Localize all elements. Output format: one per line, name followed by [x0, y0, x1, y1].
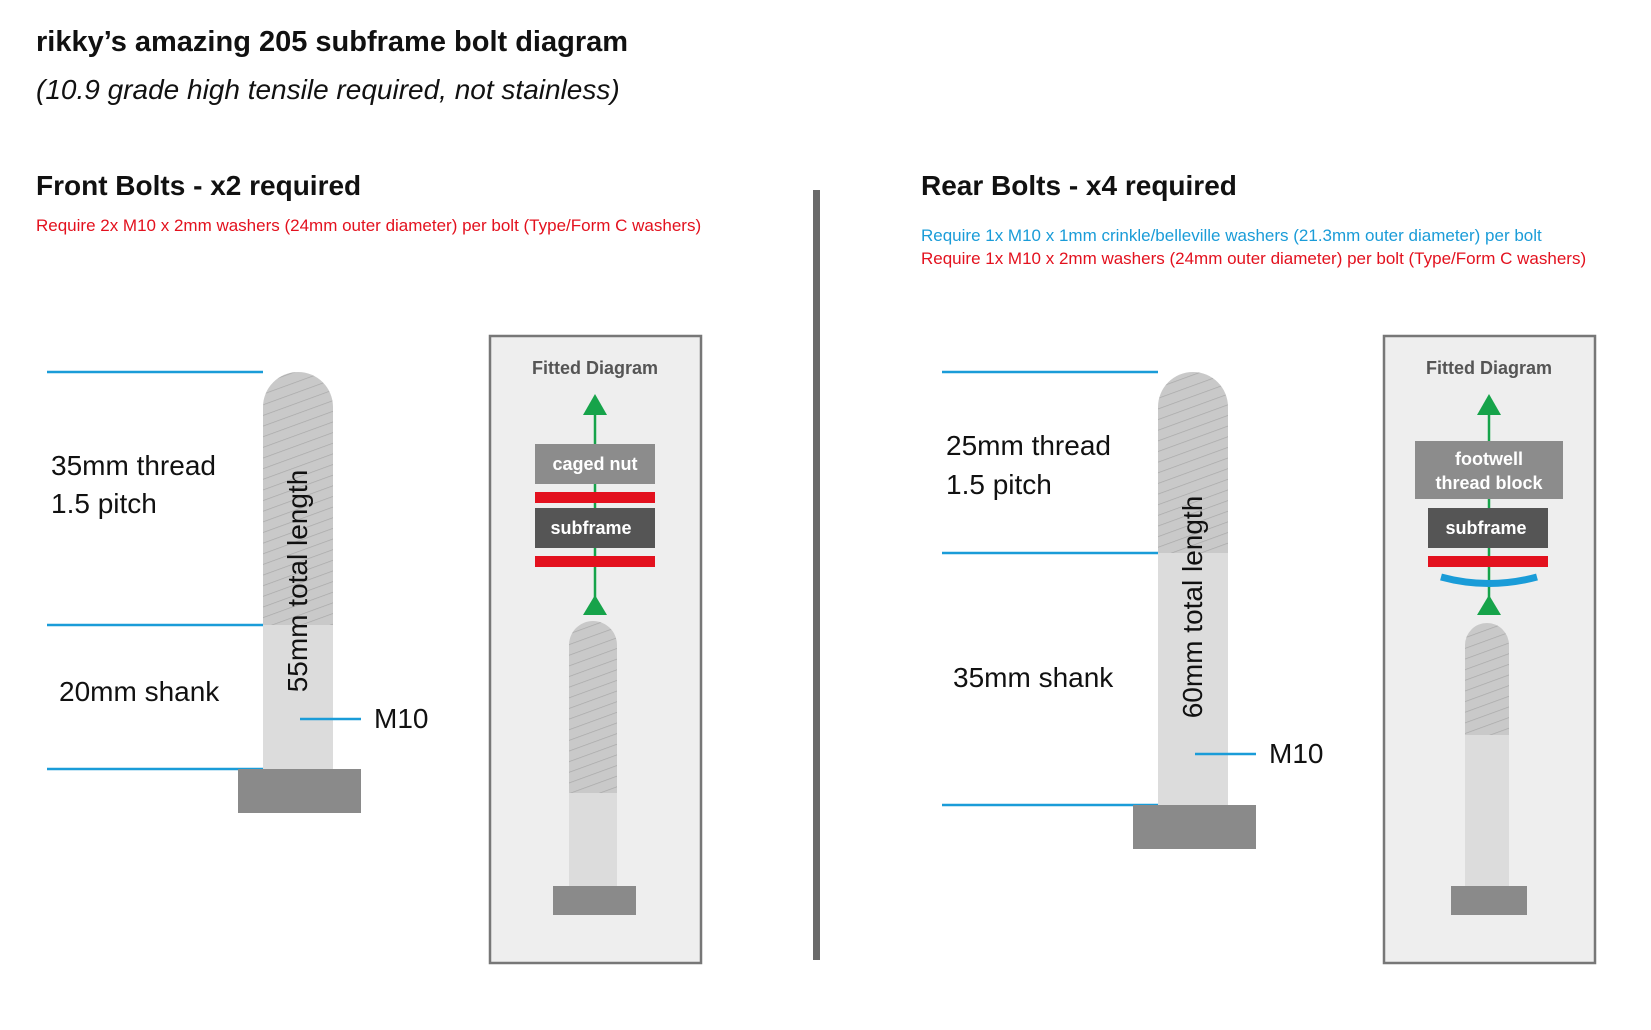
rear-fit-bolt-shank: [1465, 735, 1509, 889]
front-bolt-thread: [263, 372, 333, 625]
rear-fit-bolt-head: [1451, 886, 1527, 915]
rear-bolt-head: [1133, 805, 1256, 849]
rear-fit-arrow-top: [1477, 394, 1501, 415]
diagram-subtitle: (10.9 grade high tensile required, not s…: [36, 74, 620, 105]
front-shank-label: 20mm shank: [59, 676, 220, 707]
rear-bolt-shank: [1158, 553, 1228, 808]
rear-fitted-title: Fitted Diagram: [1426, 358, 1552, 378]
front-bolts-heading: Front Bolts - x2 required: [36, 170, 362, 201]
front-fitted-title: Fitted Diagram: [532, 358, 658, 378]
rear-thread-pitch-label: 1.5 pitch: [946, 469, 1052, 500]
rear-washer-note: Require 1x M10 x 2mm washers (24mm outer…: [921, 249, 1587, 268]
front-thread-length-label: 35mm thread: [51, 450, 216, 481]
front-fit-arrow-top: [583, 394, 607, 415]
front-fit-bolt-shank: [569, 793, 617, 889]
rear-thread-length-label: 25mm thread: [946, 430, 1111, 461]
rear-fitted-panel: Fitted Diagram footwell thread block sub…: [1382, 334, 1597, 965]
rear-size-label: M10: [1269, 738, 1323, 769]
rear-total-length-label: 60mm total length: [1177, 496, 1208, 719]
front-lower-washer: [535, 556, 655, 567]
front-bolt-shank: [263, 625, 333, 774]
rear-bolts-heading: Rear Bolts - x4 required: [921, 170, 1237, 201]
front-thread-pitch-label: 1.5 pitch: [51, 488, 157, 519]
rear-bolt: M10 60mm total length: [942, 370, 1323, 849]
front-washer-note: Require 2x M10 x 2mm washers (24mm outer…: [36, 216, 702, 235]
front-caged-nut-box: [535, 444, 655, 484]
front-subframe-label: subframe: [550, 518, 631, 538]
rear-thread-block-label-1: footwell: [1455, 449, 1523, 469]
front-bolt: M10 55mm total length: [47, 370, 428, 813]
front-fit-arrow-bottom: [583, 595, 607, 615]
rear-shank-label: 35mm shank: [953, 662, 1114, 693]
rear-thread-block-label-2: thread block: [1435, 473, 1543, 493]
front-total-length-label: 55mm total length: [282, 470, 313, 693]
front-fit-bolt-head: [553, 886, 636, 915]
rear-fit-bolt-thread: [1465, 623, 1509, 735]
diagram-title: rikky’s amazing 205 subframe bolt diagra…: [36, 26, 629, 58]
front-fitted-panel: Fitted Diagram caged nut subframe: [488, 334, 703, 965]
front-fit-bolt-thread: [569, 621, 617, 793]
front-subframe-box: [535, 508, 655, 548]
rear-crinkle-washer: [1440, 573, 1538, 587]
rear-flat-washer: [1428, 556, 1548, 567]
rear-subframe-label: subframe: [1445, 518, 1526, 538]
front-bolt-head: [238, 769, 361, 813]
rear-crinkle-washer-note: Require 1x M10 x 1mm crinkle/belleville …: [921, 226, 1542, 245]
rear-fit-arrow-bottom: [1477, 595, 1501, 615]
rear-subframe-box: [1428, 508, 1548, 548]
front-caged-nut-label: caged nut: [552, 454, 637, 474]
rear-bolt-thread: [1158, 372, 1228, 553]
front-upper-washer: [535, 492, 655, 503]
rear-thread-block-box: [1415, 441, 1563, 499]
front-size-label: M10: [374, 703, 428, 734]
section-divider: [813, 190, 820, 960]
